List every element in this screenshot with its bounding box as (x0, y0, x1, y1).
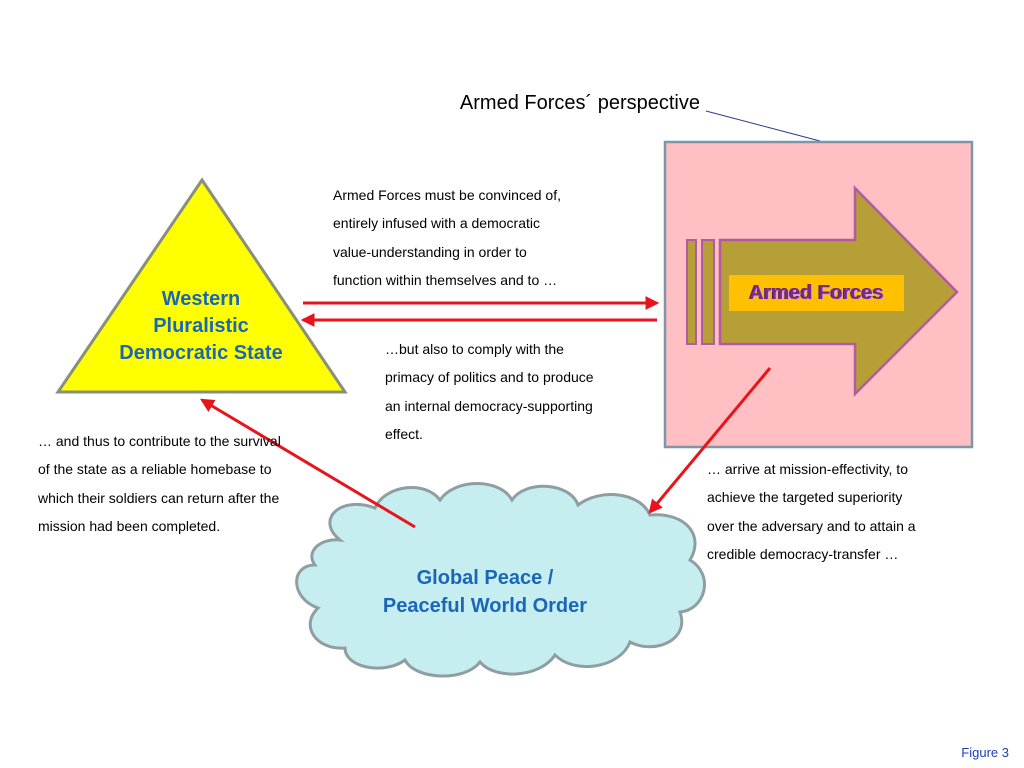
text-top: Armed Forces must be convinced of, entir… (333, 187, 561, 288)
text-right: … arrive at mission-effectivity, to achi… (707, 461, 916, 562)
peace-cloud (295, 482, 706, 678)
state-label: Western Pluralistic Democratic State (119, 288, 283, 364)
text-middle: …but also to comply with the primacy of … (385, 341, 594, 442)
diagram-title: Armed Forces´ perspective (459, 92, 700, 114)
peace-label: Global Peace / Peaceful World Order (382, 567, 588, 617)
text-left: … and thus to contribute to the survival… (38, 433, 281, 534)
state-triangle (55, 177, 348, 394)
arrow-peace-to-state (199, 398, 416, 529)
title-leader-line (705, 110, 821, 142)
figure-label: Figure 3 (961, 745, 1009, 760)
arrow-forces-to-peace (648, 367, 772, 514)
armed-forces-label: Armed Forces (729, 275, 904, 311)
